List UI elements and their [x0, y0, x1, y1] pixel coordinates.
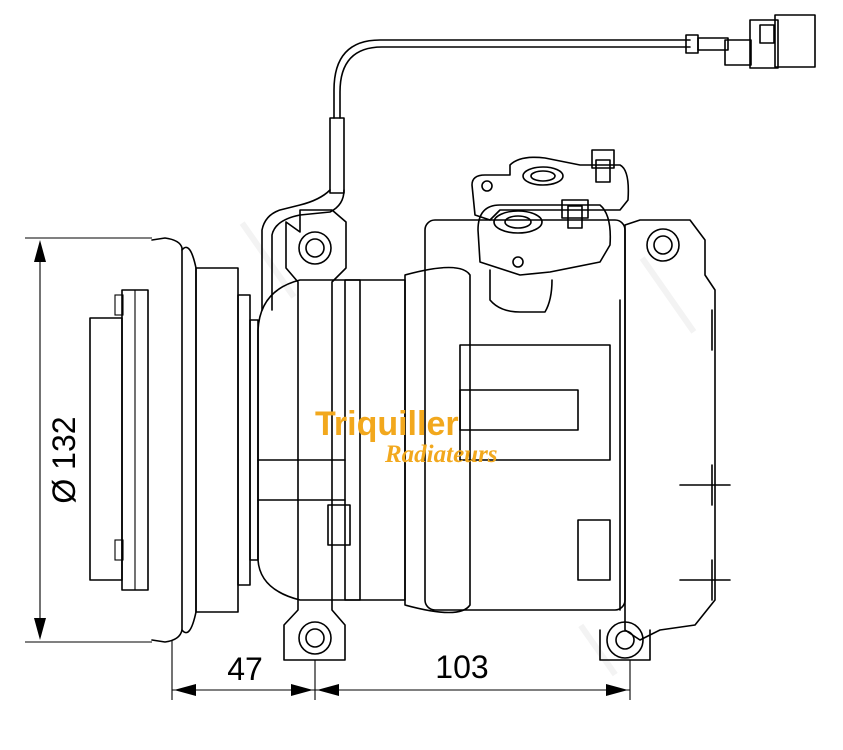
brand-logo-tagline: Radiateurs	[384, 441, 498, 468]
rear-head	[599, 219, 731, 661]
diameter-label: Ø 132	[46, 416, 82, 503]
clutch-pulley	[89, 237, 259, 643]
dimension-lengths	[171, 640, 631, 700]
dimension-diameter	[25, 237, 152, 643]
background-watermark	[239, 221, 697, 677]
service-ports	[471, 149, 630, 313]
electrical-connector	[261, 14, 816, 311]
clutch-depth-label: 47	[227, 651, 263, 687]
front-bracket	[283, 209, 351, 661]
compressor-body	[257, 219, 626, 614]
brand-logo-name: Triquiller	[315, 405, 459, 443]
brand-logo: Triquiller Radiateurs	[315, 405, 498, 468]
body-length-label: 103	[435, 649, 488, 685]
